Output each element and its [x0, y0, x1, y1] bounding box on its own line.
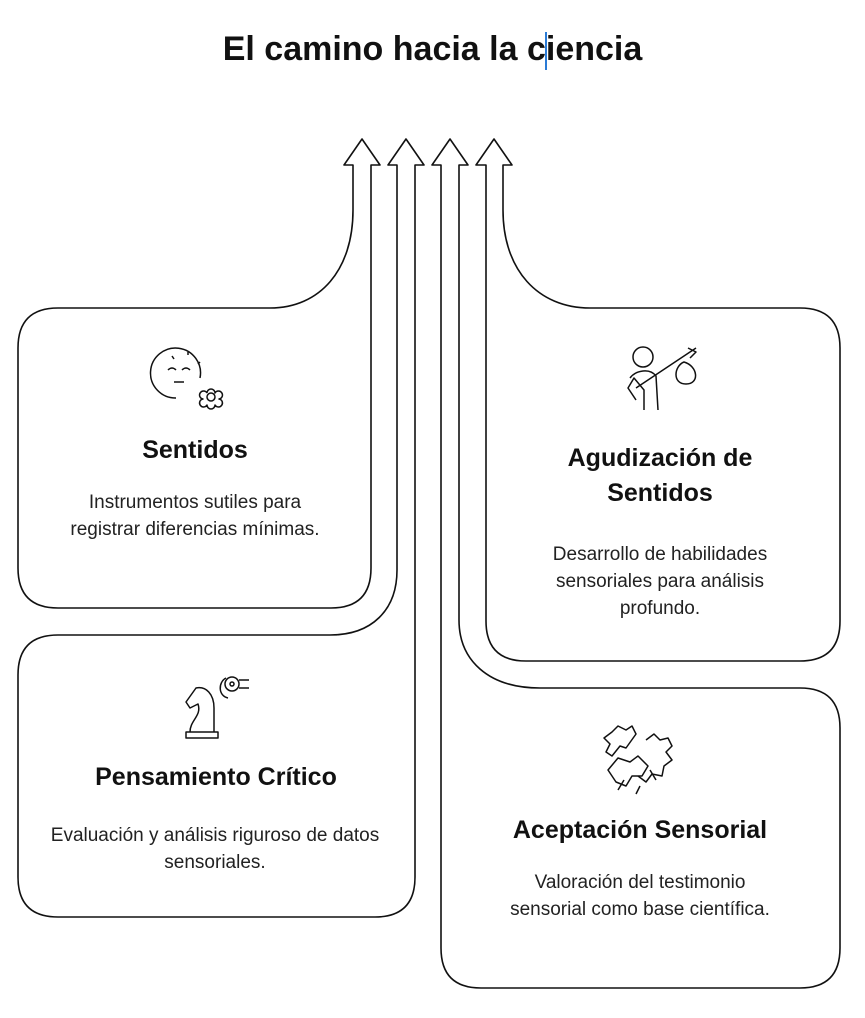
- face-flower-icon: [149, 347, 224, 410]
- step-heading-agudizacion: Agudización de Sentidos: [567, 444, 753, 507]
- page-title: El camino hacia la ciencia: [0, 30, 865, 71]
- arrow-box-pensamiento: [17, 138, 425, 918]
- text-cursor: [544, 32, 547, 71]
- title-text-start: El camino hacia la c: [222, 30, 546, 68]
- handshake-icon: [603, 725, 673, 795]
- step-description-sentidos: Instrumentos sutiles para registrar dife…: [70, 492, 320, 540]
- arrow-box-agudizacion: [475, 138, 841, 662]
- step-description-agudizacion: Desarrollo de habilidades sensoriales pa…: [552, 544, 768, 619]
- arrow-box-sentidos: [17, 138, 381, 609]
- step-heading-pensamiento: Pensamiento Crítico: [95, 763, 337, 791]
- traveler-bindle-icon: [627, 346, 697, 411]
- title-text-end: iencia: [545, 30, 643, 68]
- step-heading-sentidos: Sentidos: [142, 436, 248, 464]
- step-description-pensamiento: Evaluación y análisis riguroso de datos …: [50, 825, 380, 873]
- chess-knight-icon: [185, 676, 249, 739]
- arrow-box-aceptacion: [431, 138, 841, 989]
- step-description-aceptacion: Valoración del testimonio sensorial como…: [510, 872, 770, 920]
- step-heading-aceptacion: Aceptación Sensorial: [512, 816, 768, 844]
